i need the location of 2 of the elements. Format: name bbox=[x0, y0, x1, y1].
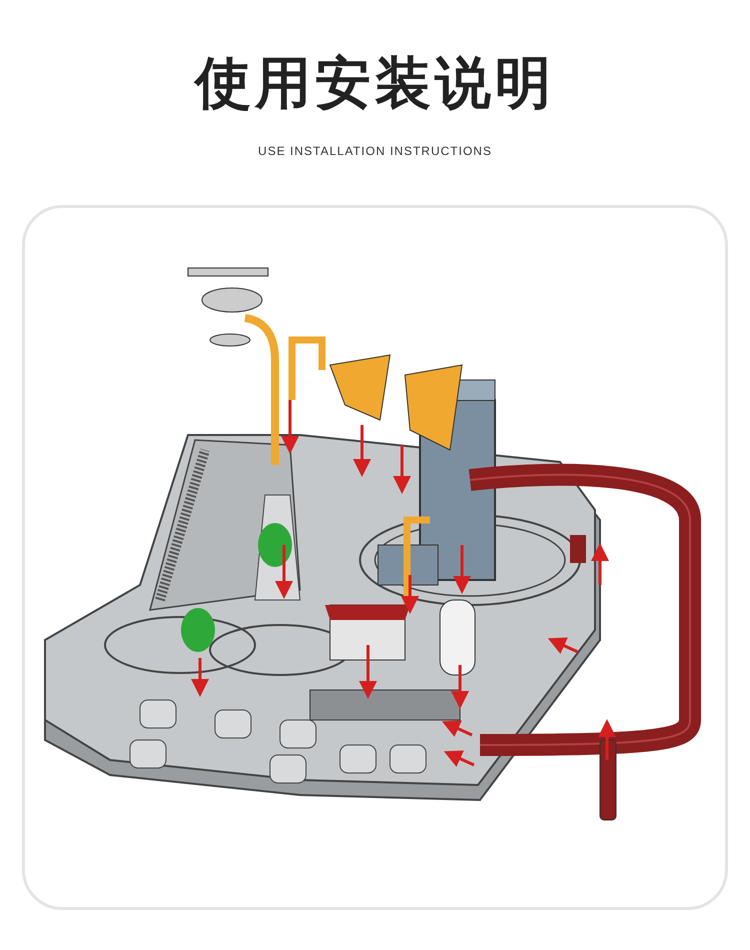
subtitle: USE INSTALLATION INSTRUCTIONS bbox=[258, 143, 492, 160]
title: 使用安装说明 bbox=[192, 55, 556, 111]
